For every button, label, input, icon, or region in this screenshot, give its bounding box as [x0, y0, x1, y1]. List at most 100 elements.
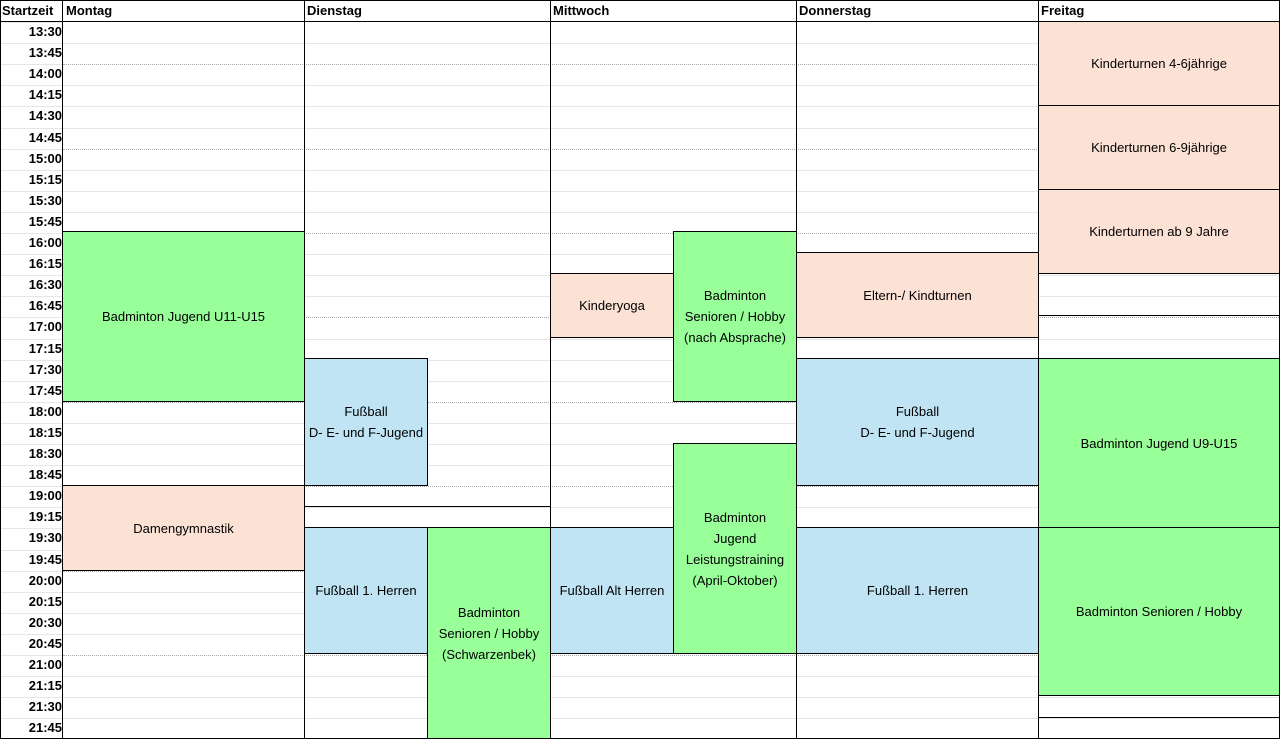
time-label: 15:30	[28, 192, 62, 208]
grid-row-line	[63, 423, 1279, 424]
row-border	[1038, 717, 1280, 718]
time-label: 16:45	[28, 298, 62, 314]
event-label: Kinderturnen 4-6jährige	[1091, 56, 1227, 71]
grid-row-line	[63, 402, 1279, 403]
grid-row-line	[63, 381, 1279, 382]
time-label: 18:00	[28, 403, 62, 419]
time-row-line	[0, 486, 62, 487]
time-label: 18:45	[28, 467, 62, 483]
event-block-fussball-herren-donnerstag[interactable]: Fußball 1. Herren	[796, 527, 1039, 654]
time-label: 18:15	[28, 424, 62, 440]
time-row-line	[0, 22, 62, 23]
time-label: 19:30	[28, 530, 62, 546]
event-label: Fußball 1. Herren	[315, 583, 417, 598]
time-row-line	[0, 592, 62, 593]
event-block-fussball-herren-dienstag[interactable]: Fußball 1. Herren	[304, 527, 428, 654]
time-row-line	[0, 317, 62, 318]
row-border	[304, 506, 551, 507]
time-row-line	[0, 444, 62, 445]
time-row-line	[0, 655, 62, 656]
time-label: 13:45	[28, 45, 62, 61]
time-row-line	[0, 613, 62, 614]
event-label: Badminton Senioren / Hobby (Schwarzenbek…	[438, 604, 540, 662]
event-block-badminton-jugend-u11-u15[interactable]: Badminton Jugend U11-U15	[62, 231, 305, 402]
grid-row-line	[63, 254, 1279, 255]
event-label: Kinderturnen ab 9 Jahre	[1089, 224, 1229, 239]
grid-row-line	[63, 507, 1279, 508]
time-row-line	[0, 128, 62, 129]
event-block-fussball-jugend-donnerstag[interactable]: Fußball D- E- und F-Jugend	[796, 358, 1039, 486]
event-block-kinderyoga[interactable]: Kinderyoga	[550, 273, 674, 338]
time-label: 17:30	[28, 361, 62, 377]
event-label: Badminton Senioren / Hobby (nach Absprac…	[684, 288, 786, 345]
time-row-line	[0, 85, 62, 86]
header-montag[interactable]: Montag	[66, 3, 113, 18]
event-label: Badminton Jugend Leistungstraining (Apri…	[685, 509, 785, 588]
time-label: 17:45	[28, 382, 62, 398]
event-label: Damengymnastik	[133, 520, 234, 536]
event-label: Fußball Alt Herren	[559, 583, 665, 598]
time-row-line	[0, 191, 62, 192]
grid-row-line	[63, 128, 1279, 129]
time-row-line	[0, 634, 62, 635]
grid-row-line	[63, 718, 1279, 719]
event-block-kinderturnen-4-6[interactable]: Kinderturnen 4-6jährige	[1038, 21, 1280, 106]
time-row-line	[0, 254, 62, 255]
time-label: 16:15	[28, 256, 62, 272]
time-row-line	[0, 528, 62, 529]
time-row-line	[0, 296, 62, 297]
header-startzeit[interactable]: Startzeit	[2, 3, 54, 18]
grid-row-line	[63, 339, 1279, 340]
time-row-line	[0, 339, 62, 340]
event-block-fussball-alt-herren[interactable]: Fußball Alt Herren	[550, 527, 674, 654]
grid-row-line	[63, 486, 1279, 487]
column-divider	[550, 0, 551, 739]
time-label: 13:30	[28, 24, 62, 39]
time-label: 14:15	[28, 87, 62, 103]
event-block-badminton-senioren-mittwoch[interactable]: Badminton Senioren / Hobby (nach Absprac…	[673, 231, 797, 402]
time-row-line	[0, 64, 62, 65]
event-label: Badminton Senioren / Hobby	[1075, 604, 1243, 619]
header-mittwoch[interactable]: Mittwoch	[553, 3, 610, 18]
event-block-badminton-senioren-freitag[interactable]: Badminton Senioren / Hobby	[1038, 527, 1280, 696]
event-label: Eltern-/ Kindturnen	[863, 287, 972, 303]
event-label: Fußball D- E- und F-Jugend	[860, 404, 975, 440]
event-label: Kinderturnen 6-9jährige	[1091, 140, 1227, 155]
grid-row-line	[63, 444, 1279, 445]
time-label: 21:30	[28, 699, 62, 715]
header-donnerstag[interactable]: Donnerstag	[799, 3, 872, 18]
time-label: 17:15	[28, 340, 62, 356]
event-block-badminton-leistungstraining[interactable]: Badminton Jugend Leistungstraining (Apri…	[673, 443, 797, 654]
event-block-kinderturnen-6-9[interactable]: Kinderturnen 6-9jährige	[1038, 105, 1280, 190]
event-block-kinderturnen-ab-9[interactable]: Kinderturnen ab 9 Jahre	[1038, 189, 1280, 274]
time-label: 18:30	[28, 446, 62, 461]
time-label: 14:00	[28, 66, 62, 82]
time-row-line	[0, 550, 62, 551]
header-freitag[interactable]: Freitag	[1041, 3, 1085, 18]
time-row-line	[0, 676, 62, 677]
time-label: 21:45	[28, 720, 62, 736]
time-label: 16:30	[28, 277, 62, 293]
event-block-badminton-schwarzenbek[interactable]: Badminton Senioren / Hobby (Schwarzenbek…	[427, 527, 551, 739]
grid-row-line	[63, 85, 1279, 86]
time-row-line	[0, 170, 62, 171]
event-label: Badminton Jugend U9-U15	[1080, 435, 1238, 451]
grid-row-line	[63, 233, 1279, 234]
header-dienstag[interactable]: Dienstag	[307, 3, 362, 18]
event-label: Kinderyoga	[579, 298, 645, 313]
time-row-line	[0, 697, 62, 698]
event-block-fussball-jugend-dienstag[interactable]: Fußball D- E- und F-Jugend	[304, 358, 428, 486]
event-label: Fußball 1. Herren	[866, 583, 969, 598]
grid-row-line	[63, 64, 1279, 65]
time-row-line	[0, 507, 62, 508]
event-block-damengymnastik[interactable]: Damengymnastik	[62, 485, 305, 571]
time-label: 20:45	[28, 635, 62, 651]
grid-row-line	[63, 43, 1279, 44]
event-label: Fußball D- E- und F-Jugend	[308, 404, 424, 440]
time-row-line	[0, 381, 62, 382]
time-label: 19:00	[28, 488, 62, 504]
grid-row-line	[63, 360, 1279, 361]
event-block-badminton-jugend-u9-u15[interactable]: Badminton Jugend U9-U15	[1038, 358, 1280, 528]
event-block-eltern-kindturnen[interactable]: Eltern-/ Kindturnen	[796, 252, 1039, 338]
